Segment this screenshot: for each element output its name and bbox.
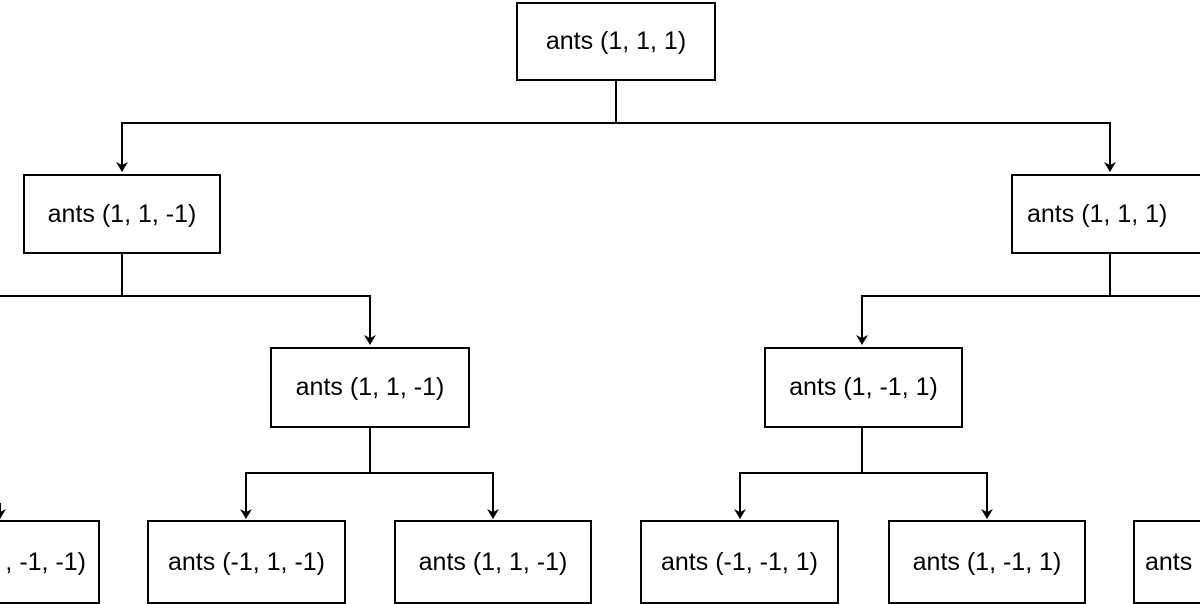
edge-root-to-left	[116, 122, 616, 172]
level1-left-node: ants (1, 1, -1)	[23, 174, 221, 254]
root-node: ants (1, 1, 1)	[516, 2, 716, 81]
level1-right-node: ants (1, 1, 1)	[1011, 174, 1200, 254]
edge-l2b-to-l3c	[734, 472, 862, 519]
level2-left-right-node: ants (1, 1, -1)	[270, 347, 470, 428]
level2-right-left-node: ants (1, -1, 1)	[764, 347, 963, 428]
level3-far-left-node: , -1, -1)	[0, 520, 100, 604]
edge-l2a-to-l3b	[370, 472, 499, 519]
edge-l2b-to-l3d	[862, 472, 993, 519]
level3-node-a: ants (-1, 1, -1)	[147, 520, 346, 604]
edge-root-to-right	[616, 122, 1116, 172]
edge-l1left-to-l2	[122, 295, 376, 345]
level3-node-b: ants (1, 1, -1)	[394, 520, 592, 604]
edge-l2a-to-l3a	[240, 472, 370, 519]
level3-node-c: ants (-1, -1, 1)	[640, 520, 839, 604]
level3-far-right-node: ants	[1133, 520, 1200, 604]
edge-l1right-to-l2	[856, 295, 1110, 345]
level3-node-d: ants (1, -1, 1)	[888, 520, 1086, 604]
